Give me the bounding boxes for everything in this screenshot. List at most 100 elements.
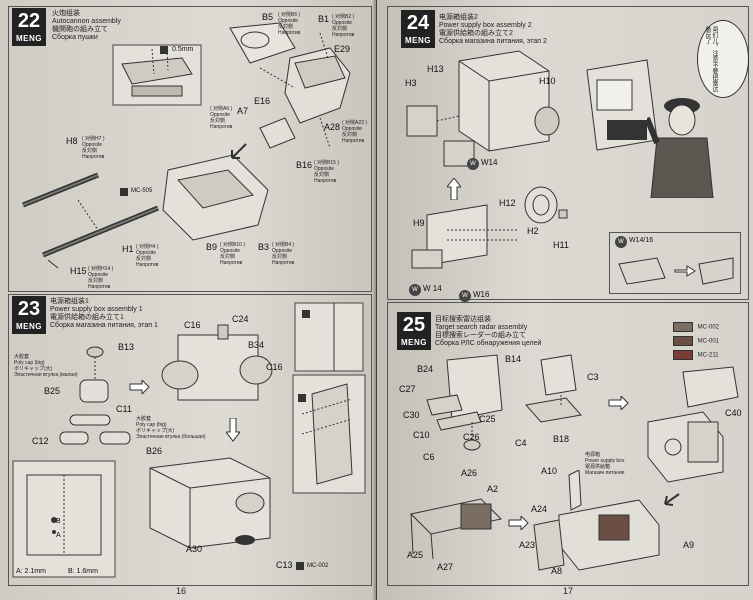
part-w14-label: W14 [481,158,498,167]
page-number: 17 [563,586,574,596]
part-h8: H8 [66,136,78,146]
part-b25: B25 [44,386,61,396]
part-h10: H10 [539,76,556,86]
reel-assembly-drawing [524,186,568,224]
paint-legend: MC-002 MC-001 MC-211 [673,322,719,360]
arrow-down [226,418,240,442]
detail-ref-label: W14/16 [629,237,654,244]
power-supply-note: 电源箱 Power supply box 電源供給箱 Магазин питан… [585,452,625,476]
step-25-panel [387,302,749,586]
paint-brush-icon [120,188,128,196]
part-b24: B24 [417,364,434,374]
part-a26: A26 [461,468,478,478]
arrow-down-left [231,143,247,159]
step-23-panel [8,294,372,586]
paint-legend-row-1: MC-002 [673,322,719,332]
step-23-badge: 23 MENG [12,296,46,334]
paint-code-mc505: MC-505 [131,188,153,194]
step-22-panel [8,6,372,292]
drill-location-inset [12,460,116,578]
title-cn: 目标搜索雷达组装 [435,316,491,323]
part-w14-marker: W [467,158,479,170]
part-h1: H1 [122,244,134,254]
step-25-badge: 25 MENG [397,312,431,350]
left-page: 22 MENG 火炮组装 Autocannon assembly 機関砲の組み立… [0,0,376,600]
part-b16: B16 [296,160,313,170]
part-a30: A30 [186,544,203,554]
part-b34: B34 [248,340,265,350]
part-c4: C4 [515,438,527,448]
drill-size-label: 0.5mm [172,46,194,53]
arrow-up [447,178,461,200]
decal-placement-drawing [618,257,734,285]
title-en: Power supply box assembly 2 [439,22,532,29]
step-25-title: 目标搜索雷达组装 Target search radar assembly 目標… [435,316,541,348]
radar-assembly-drawing [647,366,739,483]
opposite-b3: ( 对侧B4 ) Opposite 反対側 Напротив [272,242,295,266]
power-box-main-drawing [149,457,271,549]
part-b26: B26 [146,446,163,456]
brand-logo: MENG [16,34,42,43]
step-24-title: 电源箱组装2 Power supply box assembly 2 電源供給箱… [439,14,547,46]
part-w14b-label: W 14 [423,284,442,293]
title-cn: 电源箱组装2 [439,14,478,21]
brand-logo: MENG [401,338,427,347]
cartoon-soldier-illustration [647,98,714,198]
paint-brush-icon [296,562,304,570]
part-h9: H9 [413,218,425,228]
detail-inset-bottom [292,374,366,494]
drill-point-b: B [56,518,61,525]
page-number: 16 [176,586,187,596]
step-number: 24 [406,12,430,34]
step-number: 23 [17,298,41,320]
paint-swatch [673,336,693,346]
radar-base-drawing [426,354,503,451]
poly-cap-big-note: 大胶套 Poly cap (big) ポリキャップ(大) Эластичная … [136,416,206,440]
paint-swatch [673,322,693,332]
step-23-title: 电源箱组装1 Power supply box assembly 1 電源供給箱… [50,298,158,330]
title-jp: 機関砲の組み立て [52,26,108,33]
drill-icon [160,46,168,54]
part-a27: A27 [437,562,454,572]
drill-size-a: A: 2.1mm [16,568,46,575]
paint-code: MC-211 [697,352,719,359]
part-a10: A10 [541,466,558,476]
brand-logo: MENG [405,36,431,45]
right-page: 24 MENG 电源箱组装2 Power supply box assembly… [377,0,753,600]
title-jp: 目標捜索レーダーの組み立て [435,332,526,339]
radar-mount-drawing [525,354,582,423]
part-b9: B9 [206,242,218,252]
part-w16-marker: W [459,290,471,302]
part-c16-top: C16 [184,320,201,330]
opposite-h15: ( 对侧H14 ) Opposite 反対側 Напротив [88,266,114,290]
speech-bubble [697,20,749,98]
opposite-h1: ( 对侧H4 ) Opposite 反対側 Напротив [136,244,159,268]
step-24-badge: 24 MENG [401,10,435,48]
opposite-h8: ( 对侧H7 ) Opposite 反対側 Напротив [82,136,105,160]
opposite-a7: ( 对侧A6 ) Opposite 反対側 Напротив [210,106,233,130]
cannon-body-drawing [22,154,269,269]
paint-code: MC-002 [697,324,720,331]
title-en: Autocannon assembly [52,18,121,25]
part-a23: A23 [519,540,536,550]
power-box-2-drawing [406,50,560,167]
speech-text: 哥们儿，注意不要把雷达装反了 [704,26,717,92]
opposite-b16: ( 对侧B15 ) Opposite 反対側 Напротив [314,160,340,184]
part-c13: C13 [276,560,293,570]
part-c27: C27 [399,384,416,394]
detail-w-marker: W [615,236,627,248]
title-ru: Сборка магазина питания, этап 2 [439,38,547,45]
opposite-b9: ( 对侧B10 ) Opposite 反対側 Напротив [220,242,246,266]
part-a24: A24 [531,504,548,514]
part-h3: H3 [405,78,417,88]
opposite-b1: ( 对侧B2 ) Opposite 反対側 Напротив [332,14,355,38]
part-h2: H2 [527,226,539,236]
part-c25: C25 [479,414,496,424]
paint-legend-row-2: MC-001 [673,336,719,346]
part-c24: C24 [232,314,249,324]
antenna-frame-drawing [409,498,503,560]
part-h15: H15 [70,266,87,276]
title-en: Target search radar assembly [435,324,528,331]
paint-code: MC-001 [697,338,720,345]
paint-legend-row-3: MC-211 [673,350,719,360]
